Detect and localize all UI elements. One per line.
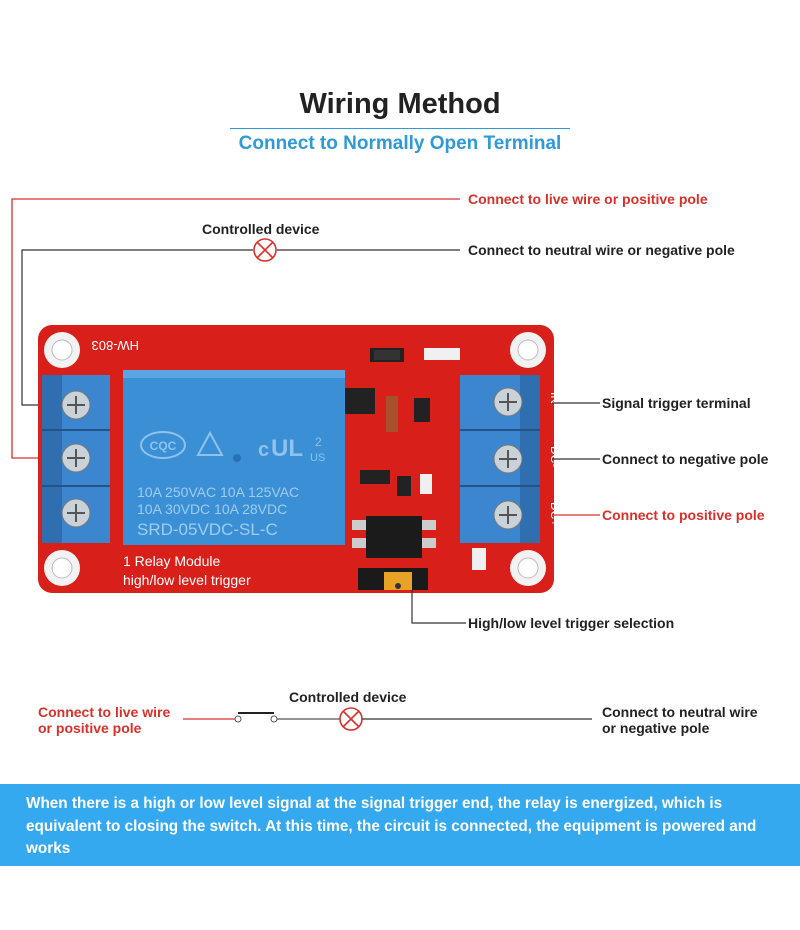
diagram-shape (256, 241, 274, 259)
diagram-shape (140, 431, 186, 459)
diagram-shape (422, 520, 436, 530)
diagram-shape (51, 557, 73, 579)
diode-d2 (386, 396, 398, 432)
diagram-shape (233, 454, 241, 462)
signal-trigger-callout: Signal trigger terminal (602, 395, 751, 411)
screw-icon (493, 500, 523, 530)
bottom-live-label: Connect to live wire or positive pole (38, 704, 170, 736)
cqc-logo: CQC (140, 431, 186, 459)
diagram-shape (520, 375, 540, 543)
screw-icon (61, 443, 91, 473)
diagram-shape (517, 557, 539, 579)
diagram-shape (11, 198, 460, 459)
callout-line (411, 590, 466, 624)
controlled-device-label: Controlled device (202, 221, 320, 237)
mounting-hole (510, 332, 546, 368)
neutral-wire (21, 249, 460, 406)
bottom-live-label-line1: Connect to live wire (38, 704, 171, 720)
output-terminal-block (42, 375, 110, 543)
diagram-shape: CQC (150, 439, 177, 453)
board-code: HW-803 (92, 338, 139, 353)
explanation-banner: When there is a high or low level signal… (0, 784, 800, 866)
diagram-shape (517, 339, 539, 361)
live-wire-label: Connect to live wire or positive pole (468, 191, 708, 207)
page-title: Wiring Method (299, 88, 501, 120)
silkscreen-line-2: high/low level trigger (123, 572, 251, 588)
mounting-hole (44, 550, 80, 586)
trigger-jumper (358, 568, 428, 590)
ul-mark-icon: c (258, 439, 269, 461)
banner-text: When there is a high or low level signal… (26, 795, 757, 857)
resistor-r3 (397, 476, 411, 496)
diagram-shape (352, 538, 366, 548)
diagram-shape (21, 249, 253, 406)
warning-triangle-icon (196, 430, 224, 456)
mounting-hole (44, 332, 80, 368)
pin-label-dc-minus: DC- (548, 446, 562, 467)
bottom-live-label-line2: or positive pole (38, 720, 142, 736)
bottom-neutral-label-line2: or negative pole (602, 720, 710, 736)
lamp-icon (339, 707, 363, 731)
negative-pole-callout: Connect to negative pole (602, 451, 769, 467)
screw-icon (493, 444, 523, 474)
bottom-neutral-label: Connect to neutral wire or negative pole (602, 704, 758, 736)
diagram-shape (422, 538, 436, 548)
diagram-shape: 2 (315, 435, 322, 449)
optocoupler (366, 516, 422, 558)
diagram-shape (123, 370, 345, 378)
resistor-r5 (472, 548, 486, 570)
title-divider (230, 128, 570, 129)
transistor (345, 388, 375, 414)
silkscreen-line-1: 1 Relay Module (123, 553, 220, 569)
screw-icon (61, 390, 91, 420)
neutral-wire-label: Connect to neutral wire or negative pole (468, 242, 735, 258)
live-wire (11, 198, 460, 459)
led2 (420, 474, 432, 494)
pin-label-in: IN (548, 392, 562, 404)
trigger-selection-callout: High/low level trigger selection (468, 615, 675, 631)
positive-pole-callout: Connect to positive pole (602, 507, 765, 523)
bottom-circuit (183, 707, 592, 731)
diagram-shape (51, 339, 73, 361)
diagram-shape (395, 583, 401, 589)
bottom-controlled-device-label: Controlled device (289, 689, 407, 705)
relay-module-board: CQC c UL 2 US 10A 250VAC 10A 125VAC 10A … (38, 325, 562, 593)
screw-icon (61, 498, 91, 528)
ul-mark-icon: UL (271, 435, 303, 462)
relay-rating-line-1: 10A 250VAC 10A 125VAC (137, 484, 299, 500)
diagram-shape (270, 715, 278, 723)
screw-icon (493, 387, 523, 417)
diagram-shape (374, 350, 400, 360)
pin-label-dc-plus: DC+ (548, 502, 562, 526)
lamp-icon (253, 238, 277, 262)
resistor-r4 (360, 470, 390, 484)
diagram-shape (42, 375, 62, 543)
bottom-neutral-label-line1: Connect to neutral wire (602, 704, 758, 720)
diagram-shape: US (310, 452, 325, 464)
diagram-shape (234, 715, 242, 723)
relay-component: CQC c UL 2 US 10A 250VAC 10A 125VAC 10A … (123, 370, 345, 545)
diagram-shape (352, 520, 366, 530)
input-terminal-block (460, 375, 540, 543)
diagram-shape (342, 710, 360, 728)
diagram-shape (384, 572, 412, 590)
led1 (424, 348, 460, 360)
page-subtitle: Connect to Normally Open Terminal (238, 133, 562, 154)
relay-rating-line-2: 10A 30VDC 10A 28VDC (137, 501, 287, 517)
resistor-r2 (414, 398, 430, 422)
mounting-hole (510, 550, 546, 586)
relay-model: SRD-05VDC-SL-C (137, 520, 278, 539)
switch-icon (234, 712, 278, 723)
